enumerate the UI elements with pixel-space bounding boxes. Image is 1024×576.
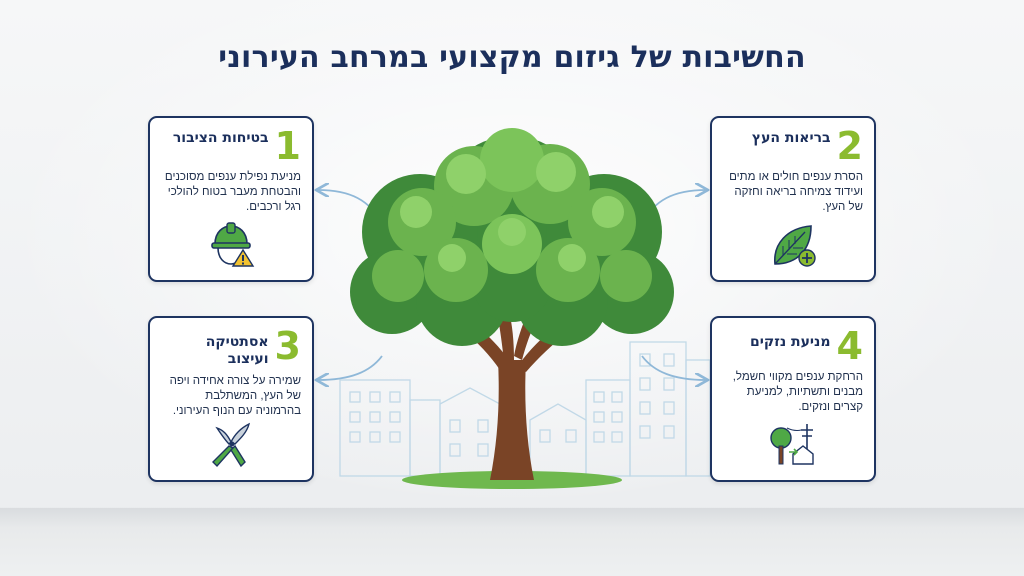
card-title: בטיחות הציבור — [172, 130, 269, 146]
card-title: בריאות העץ — [751, 130, 831, 146]
tree-canopy — [350, 128, 674, 346]
card-description: הרחקת ענפים מקווי חשמל, מבנים ותשתיות, ל… — [732, 371, 863, 413]
pruning-shears-icon — [212, 422, 251, 468]
city-skyline — [339, 341, 711, 477]
card-number: 3 — [274, 324, 301, 368]
tree-power-line-house-icon — [770, 424, 814, 465]
card-description: שמירה על צורה אחידה ויפה של העץ, המשתלבת… — [169, 375, 301, 417]
card-tree-health: 2 בריאות העץ הסרת ענפים חולים או מתים וע… — [710, 116, 876, 282]
card-description: מניעת נפילת ענפים מסוכנים והבטחת מעבר בט… — [164, 171, 301, 213]
card-damage-prevention: 4 מניעת נזקים הרחקת ענפים מקווי חשמל, מב… — [710, 316, 876, 482]
card-title: אסתטיקה ועיצוב — [205, 334, 269, 367]
card-title: מניעת נזקים — [750, 334, 831, 350]
floor — [0, 508, 1024, 576]
card-public-safety: 1 בטיחות הציבור מניעת נפילת ענפים מסוכני… — [148, 116, 314, 282]
leaf-plus-icon — [774, 225, 816, 267]
page-title: החשיבות של גיזום מקצועי במרחב העירוני — [218, 40, 806, 75]
safety-helmet-warning-icon — [211, 222, 255, 267]
arrow-to-card-3 — [318, 355, 383, 380]
card-number: 4 — [836, 324, 863, 368]
card-description: הסרת ענפים חולים או מתים ועידוד צמיחה בר… — [729, 171, 863, 213]
card-number: 2 — [836, 124, 863, 168]
arrow-to-card-4 — [641, 355, 706, 380]
card-number: 1 — [274, 124, 301, 168]
card-aesthetics-design: 3 אסתטיקה ועיצוב שמירה על צורה אחידה ויפ… — [148, 316, 314, 482]
